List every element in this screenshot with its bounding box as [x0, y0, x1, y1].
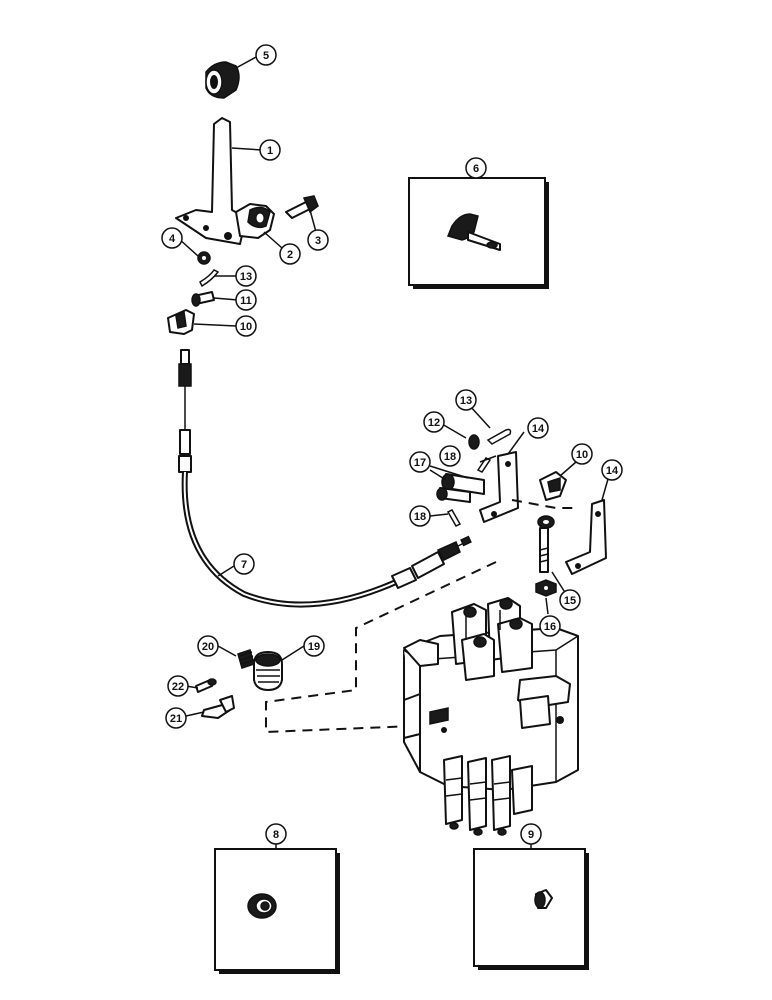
callout-18a-label: 18 [444, 451, 456, 463]
callout-7-label: 7 [241, 559, 247, 571]
callout-13b-label: 13 [460, 395, 472, 407]
callout-2-label: 2 [287, 249, 293, 261]
bracket-part-21 [201, 695, 235, 719]
nut-part-16 [535, 579, 557, 597]
screw-part-22 [195, 678, 217, 693]
grommet-part [247, 893, 277, 919]
inset-box-6 [408, 177, 549, 289]
callout-13b: 13 [455, 389, 477, 411]
callout-12-label: 12 [428, 417, 440, 429]
callout-18b-label: 18 [414, 511, 426, 523]
callout-11-label: 11 [240, 295, 252, 307]
callout-1: 1 [259, 139, 281, 161]
callout-13a-label: 13 [240, 271, 252, 283]
callout-14b-label: 14 [606, 465, 619, 477]
callout-18a: 18 [439, 445, 461, 467]
mounting-bracket-part-14b [565, 499, 607, 575]
callout-6-label: 6 [473, 163, 479, 175]
rod-end-part-15 [537, 515, 555, 573]
callout-7: 7 [233, 553, 255, 575]
lever-bracket-part [235, 203, 275, 239]
routing-line-bracket [511, 499, 578, 509]
callout-19-label: 19 [308, 641, 320, 653]
callout-10a: 10 [235, 315, 257, 337]
mounting-bracket-part-14a [479, 451, 519, 523]
callout-14b: 14 [601, 459, 623, 481]
clevis-pin-part [191, 291, 215, 307]
callout-9-label: 9 [528, 829, 534, 841]
cotter-pin-part-13 [486, 428, 512, 445]
callout-16-label: 16 [544, 621, 556, 633]
callout-3: 3 [307, 229, 329, 251]
cotter-pin-part-18b [446, 509, 462, 527]
callout-8-label: 8 [273, 829, 279, 841]
callout-20-label: 20 [202, 641, 214, 653]
routing-line-cable [265, 561, 497, 734]
control-cable-part [178, 349, 472, 608]
callout-22: 22 [167, 675, 189, 697]
leader-lines [177, 55, 611, 849]
callout-6: 6 [465, 157, 487, 179]
plug-part [534, 889, 553, 909]
callout-2: 2 [279, 243, 301, 265]
pin-part-12 [468, 434, 480, 450]
callout-8: 8 [265, 823, 287, 845]
callout-4: 4 [161, 227, 183, 249]
inset-box-8 [214, 848, 340, 974]
callout-16: 16 [539, 615, 561, 637]
knob-part [205, 61, 240, 99]
callout-1-label: 1 [267, 145, 273, 157]
clevis-part [167, 309, 195, 335]
callout-11: 11 [235, 289, 257, 311]
callout-15-label: 15 [564, 595, 576, 607]
callout-13a: 13 [235, 265, 257, 287]
callout-3-label: 3 [315, 235, 321, 247]
clevis-pin-part-17 [436, 473, 485, 503]
callout-10a-label: 10 [240, 321, 252, 333]
detent-cap-part-19 [253, 651, 283, 691]
control-valve-part [403, 597, 579, 836]
callout-21: 21 [165, 707, 187, 729]
callout-21-label: 21 [170, 713, 182, 725]
callout-19: 19 [303, 635, 325, 657]
callout-12: 12 [423, 411, 445, 433]
bolt-part-3 [285, 195, 319, 219]
callout-22-label: 22 [172, 681, 184, 693]
callout-18b: 18 [409, 505, 431, 527]
spring-part-20 [237, 649, 255, 669]
nut-part-4 [197, 251, 211, 265]
callout-4-label: 4 [169, 233, 176, 245]
callout-14a-label: 14 [532, 423, 545, 435]
callout-20: 20 [197, 635, 219, 657]
callout-17-label: 17 [414, 457, 426, 469]
callout-17: 17 [409, 451, 431, 473]
callout-10b-label: 10 [576, 449, 588, 461]
callout-15: 15 [559, 589, 581, 611]
cotter-pin-part-18a [476, 457, 492, 473]
clamp-part [446, 213, 501, 251]
callout-14a: 14 [527, 417, 549, 439]
callout-9: 9 [520, 823, 542, 845]
cotter-pin-part [199, 269, 220, 288]
clevis-part-10b [539, 471, 567, 501]
control-lever-part [175, 117, 247, 245]
inset-box-9 [473, 848, 589, 970]
callout-5-label: 5 [263, 50, 269, 62]
callout-10b: 10 [571, 443, 593, 465]
callout-5: 5 [255, 44, 277, 66]
